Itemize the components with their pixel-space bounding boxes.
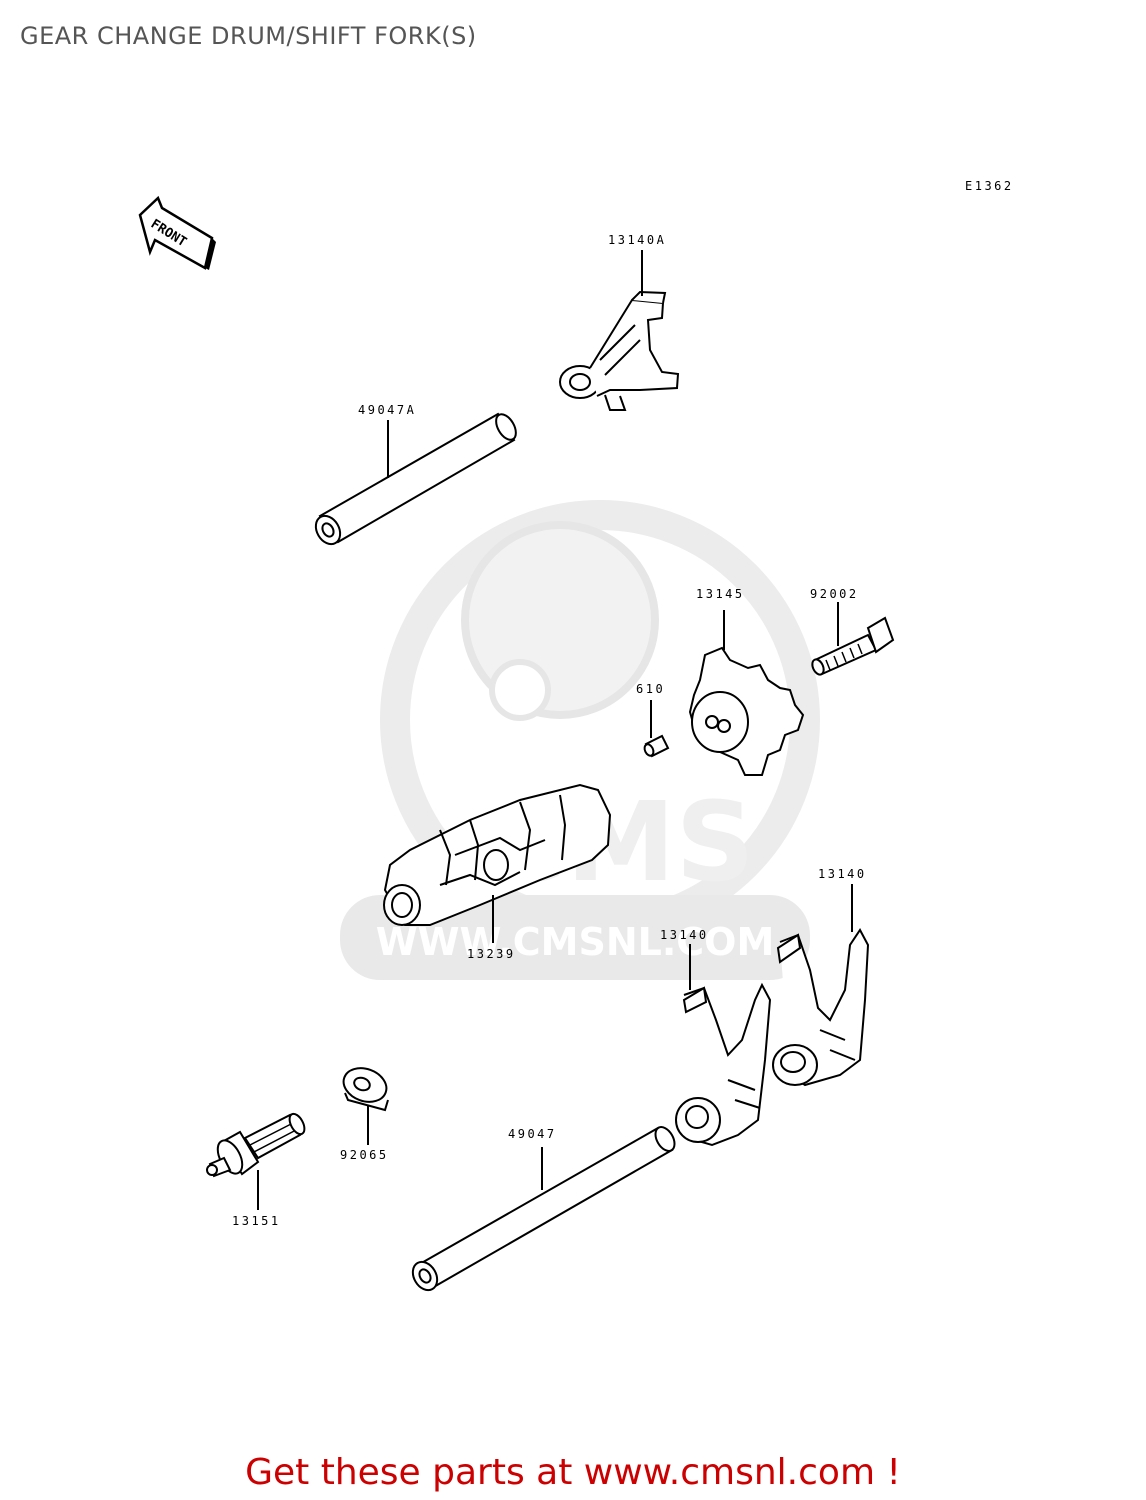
label-13151: 13151 <box>232 1214 281 1228</box>
detent-13151 <box>206 1112 306 1178</box>
pin-610 <box>643 734 670 758</box>
shift-fork-13140-left <box>675 982 772 1147</box>
label-610: 610 <box>636 682 665 696</box>
washer-92065 <box>342 1067 389 1112</box>
cmsnl-watermark: WWW.CMSNL.COM CMS <box>340 500 820 980</box>
label-49047a: 49047A <box>358 403 416 417</box>
shift-fork-13140a <box>559 290 680 411</box>
shift-rod-49047 <box>411 1126 676 1292</box>
cta-link[interactable]: Get these parts at www.cmsnl.com ! <box>245 1452 901 1493</box>
label-13140-right: 13140 <box>818 867 867 881</box>
gear-change-drum-13239 <box>383 783 612 926</box>
shift-drum-star-plate-13145 <box>688 646 805 776</box>
exploded-parts-diagram: WWW.CMSNL.COM CMS E1362 FRONT 13140A 490… <box>138 179 1014 1292</box>
page-title: GEAR CHANGE DRUM/SHIFT FORK(S) <box>20 22 477 50</box>
label-13140a: 13140A <box>608 233 666 247</box>
shift-rod-49047a <box>314 412 517 546</box>
front-arrow-icon: FRONT <box>138 195 216 270</box>
label-13239: 13239 <box>467 947 516 961</box>
label-92065: 92065 <box>340 1148 389 1162</box>
label-49047: 49047 <box>508 1127 557 1141</box>
label-13145: 13145 <box>696 587 745 601</box>
svg-text:WWW.CMSNL.COM: WWW.CMSNL.COM <box>376 920 775 964</box>
label-92002: 92002 <box>810 587 859 601</box>
bolt-92002 <box>811 616 895 676</box>
figure-code: E1362 <box>965 179 1014 193</box>
shift-fork-13140-right <box>772 928 870 1087</box>
label-13140-left: 13140 <box>660 928 709 942</box>
